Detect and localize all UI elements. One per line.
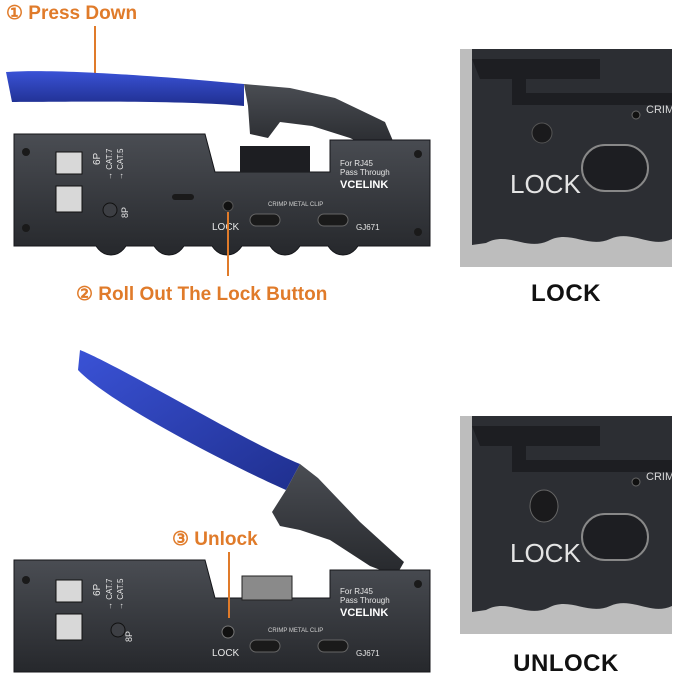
label-model: GJ671 [356,223,380,232]
label-crimp-metal-clip-b: CRIMP METAL CLIP [268,628,323,634]
lock-button-unlocked[interactable] [221,625,235,639]
die-8p [55,185,83,213]
label-for-rj45: For RJ45 [340,159,373,168]
caption-unlock: UNLOCK [513,650,619,677]
callout-unlock: ③ Unlock [172,529,258,550]
crimp-tool-unlocked: 6P → CAT.7 → CAT.5 8P For RJ45 Pass Thro… [13,350,431,673]
crimp-tool-locked: 6P → CAT.7 → CAT.5 8P For RJ45 Pass Thro… [6,71,431,256]
caption-lock: LOCK [531,280,601,307]
detail-lock-text-unlocked: LOCK [510,538,581,568]
callout-roll-out-leader [227,212,229,276]
upper-jaw [244,84,396,152]
detail-crim-text: CRIM [646,104,672,116]
label-cat5-b: → CAT.5 [116,578,125,610]
label-brand-b: VCELINK [340,607,388,619]
detail-panel-locked: LOCK CRIM [460,49,672,267]
blue-handle-raised [78,350,300,490]
detail-lock-text: LOCK [510,169,581,199]
label-lock-b: LOCK [212,648,240,659]
upper-jaw-raised [272,464,404,576]
callout-roll-out: ② Roll Out The Lock Button [76,284,328,305]
die-6p [55,151,83,175]
callout-press-down-leader [94,26,96,90]
label-cat5: → CAT.5 [116,148,125,180]
callout-unlock-leader [228,552,230,618]
label-cat7: → CAT.7 [105,148,114,180]
callout-press-down: ① Press Down [6,3,138,24]
label-6p: 6P [92,152,103,165]
jaw-teeth [240,146,310,172]
label-model-b: GJ671 [356,649,380,658]
label-lock: LOCK [212,222,240,233]
label-for-rj45-b: For RJ45 [340,587,373,596]
detail-closeup-locked: LOCK CRIM [460,49,672,267]
detail-crim-text-unlocked: CRIM [646,471,672,483]
label-brand: VCELINK [340,179,388,191]
label-8p: 8P [120,207,130,218]
detail-closeup-unlocked: LOCK CRIM [460,416,672,634]
detail-panel-unlocked: LOCK CRIM [460,416,672,634]
blue-handle [6,71,244,106]
label-pass-through: Pass Through [340,168,390,177]
label-crimp-metal-clip: CRIMP METAL CLIP [268,202,323,208]
label-8p-b: 8P [124,631,134,642]
label-cat7-b: → CAT.7 [105,578,114,610]
lock-button[interactable] [222,200,234,212]
label-6p-b: 6P [92,583,103,596]
label-pass-through-b: Pass Through [340,596,390,605]
